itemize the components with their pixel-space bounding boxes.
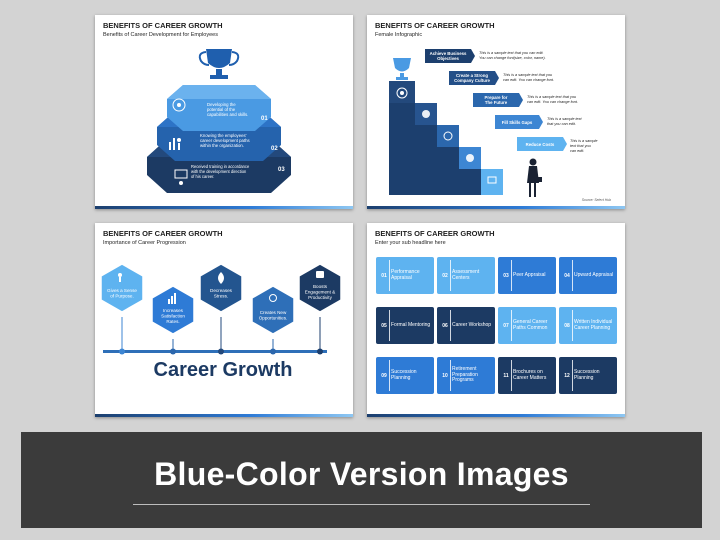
badge-4 [251,285,295,335]
badge-4-text: Creates New [260,310,287,315]
step-1-label: Achieve Business [430,51,467,56]
slide-thumbnail-4[interactable]: BENEFITS OF CAREER GROWTH Enter your sub… [367,223,625,417]
tier-3-text: Received training in accordance [191,164,250,169]
slide-title: BENEFITS OF CAREER GROWTH [103,21,223,30]
step-1-desc: This is a sample text that you can edit. [479,51,544,55]
lotus-icon [218,272,224,284]
growth-person-icon [169,138,181,150]
tier-3-number: 03 [278,167,285,173]
idea-icon [269,294,277,302]
timeline-dots [119,348,323,355]
slide-accent-bar [367,414,625,417]
badge-5 [298,263,342,313]
source-note: Source: Select Hub [582,198,611,202]
training-icon [174,169,188,185]
cost-icon [487,176,497,184]
slide-accent-bar [95,414,353,417]
step-4-label: Fill Skills Gaps [502,120,533,125]
step-3-label: Prepare for [485,95,508,100]
step-5-desc: This is a sample [570,139,597,143]
tier-1-text: Developing the [207,102,236,107]
person-icon [118,273,122,277]
step-2-label: Create a Strong [456,73,488,78]
slide-title: BENEFITS OF CAREER GROWTH [103,229,223,238]
badge-3-text: Decreases [210,288,233,293]
badge-3 [199,263,243,313]
slide-title: BENEFITS OF CAREER GROWTH [375,229,495,238]
businesswoman-icon [527,158,542,197]
banner-divider [133,504,590,505]
badge-5-text: Boosts [313,284,328,289]
slide-subtitle: Enter your sub headline here [375,240,446,246]
banner-title: Blue-Color Version Images [154,456,569,492]
brain-icon [172,98,186,112]
slide-subtitle: Importance of Career Progression [103,240,186,246]
tier-2-number: 02 [271,146,278,152]
step-4-desc: This is a sample text [547,117,583,121]
target-icon [396,87,408,99]
slide-thumbnail-2[interactable]: BENEFITS OF CAREER GROWTH Female Infogra… [367,15,625,209]
slide-thumbnail-1[interactable]: BENEFITS OF CAREER GROWTH Benefits of Ca… [95,15,353,209]
badge-1 [100,263,144,313]
slide-title: BENEFITS OF CAREER GROWTH [375,21,495,30]
career-growth-heading: Career Growth [154,359,293,381]
slide-thumbnail-3[interactable]: BENEFITS OF CAREER GROWTH Importance of … [95,223,353,417]
step-5-label: Reduce Costs [526,142,555,147]
badge-2 [151,285,195,335]
trophy-icon [393,58,411,80]
slide-accent-bar [95,206,353,209]
trophy-icon [198,49,240,79]
slide-accent-bar [367,206,625,209]
tier-1-number: 01 [261,116,268,122]
svg-text:Knowing the employees'career d: Knowing the employees'career development… [200,133,250,148]
step-3-desc: This is a sample text that you [527,95,577,99]
step-2-desc: This is a sample text that you [503,73,553,77]
badge-1-text: Gives a Sense [107,288,137,293]
tier-2-text: Knowing the employees' [200,133,247,138]
version-banner: Blue-Color Version Images [21,432,702,528]
future-icon [443,131,453,141]
culture-icon [422,110,430,118]
slide-subtitle: Benefits of Career Development for Emplo… [103,32,218,38]
bar-chart-icon [168,299,170,304]
skills-icon [466,154,474,162]
badge-2-text: Increases [163,308,184,313]
slide-subtitle: Female Infographic [375,32,423,38]
engagement-icon [316,271,324,278]
svg-text:This is a sample text that you: This is a sample text that you can edit.… [479,51,546,60]
